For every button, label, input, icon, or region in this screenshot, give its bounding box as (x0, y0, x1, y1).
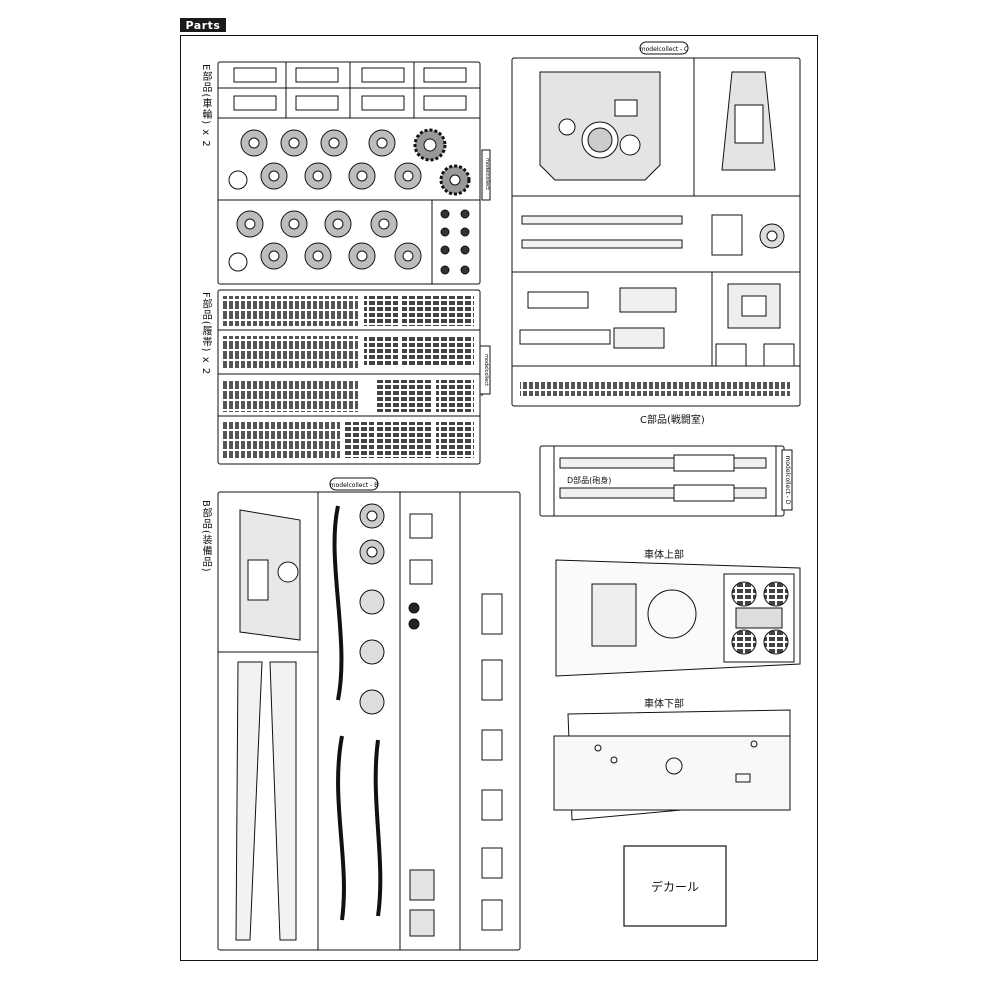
sprue-c-label: C部品(戦闘室) (640, 415, 705, 426)
sprue-f (217, 289, 491, 465)
decal-label: デカール (650, 879, 699, 894)
sprue-b-tag: modelcollect - B (330, 482, 378, 489)
sprue-d-label: D部品(砲身) (567, 476, 612, 485)
sprue-f-label: F部品(履帯) x 2 (200, 292, 211, 376)
parts-title: Parts (185, 18, 221, 32)
lower-hull (553, 709, 791, 821)
sprue-e (217, 61, 491, 285)
upper-hull (555, 559, 801, 677)
sprue-d-tag: modelcollect - D (784, 456, 791, 505)
sprue-c-tag: modelcollect - C (640, 46, 689, 53)
sprue-e-label: E部品(車輪) x 2 (200, 64, 211, 148)
decal-box (623, 845, 727, 927)
parts-header-tab: Parts (180, 18, 226, 32)
sprue-c (511, 41, 801, 407)
upper-hull-label: 車体上部 (644, 550, 684, 561)
sprue-b (217, 477, 521, 951)
parts-frame (180, 35, 818, 961)
sprue-d (539, 445, 793, 517)
sprue-f-tag: modelcollect (483, 354, 489, 386)
lower-hull-label: 車体下部 (644, 699, 684, 710)
sprue-b-label: B部品(装備品) (200, 500, 211, 573)
sprue-e-tag: modelcollect (484, 158, 490, 190)
